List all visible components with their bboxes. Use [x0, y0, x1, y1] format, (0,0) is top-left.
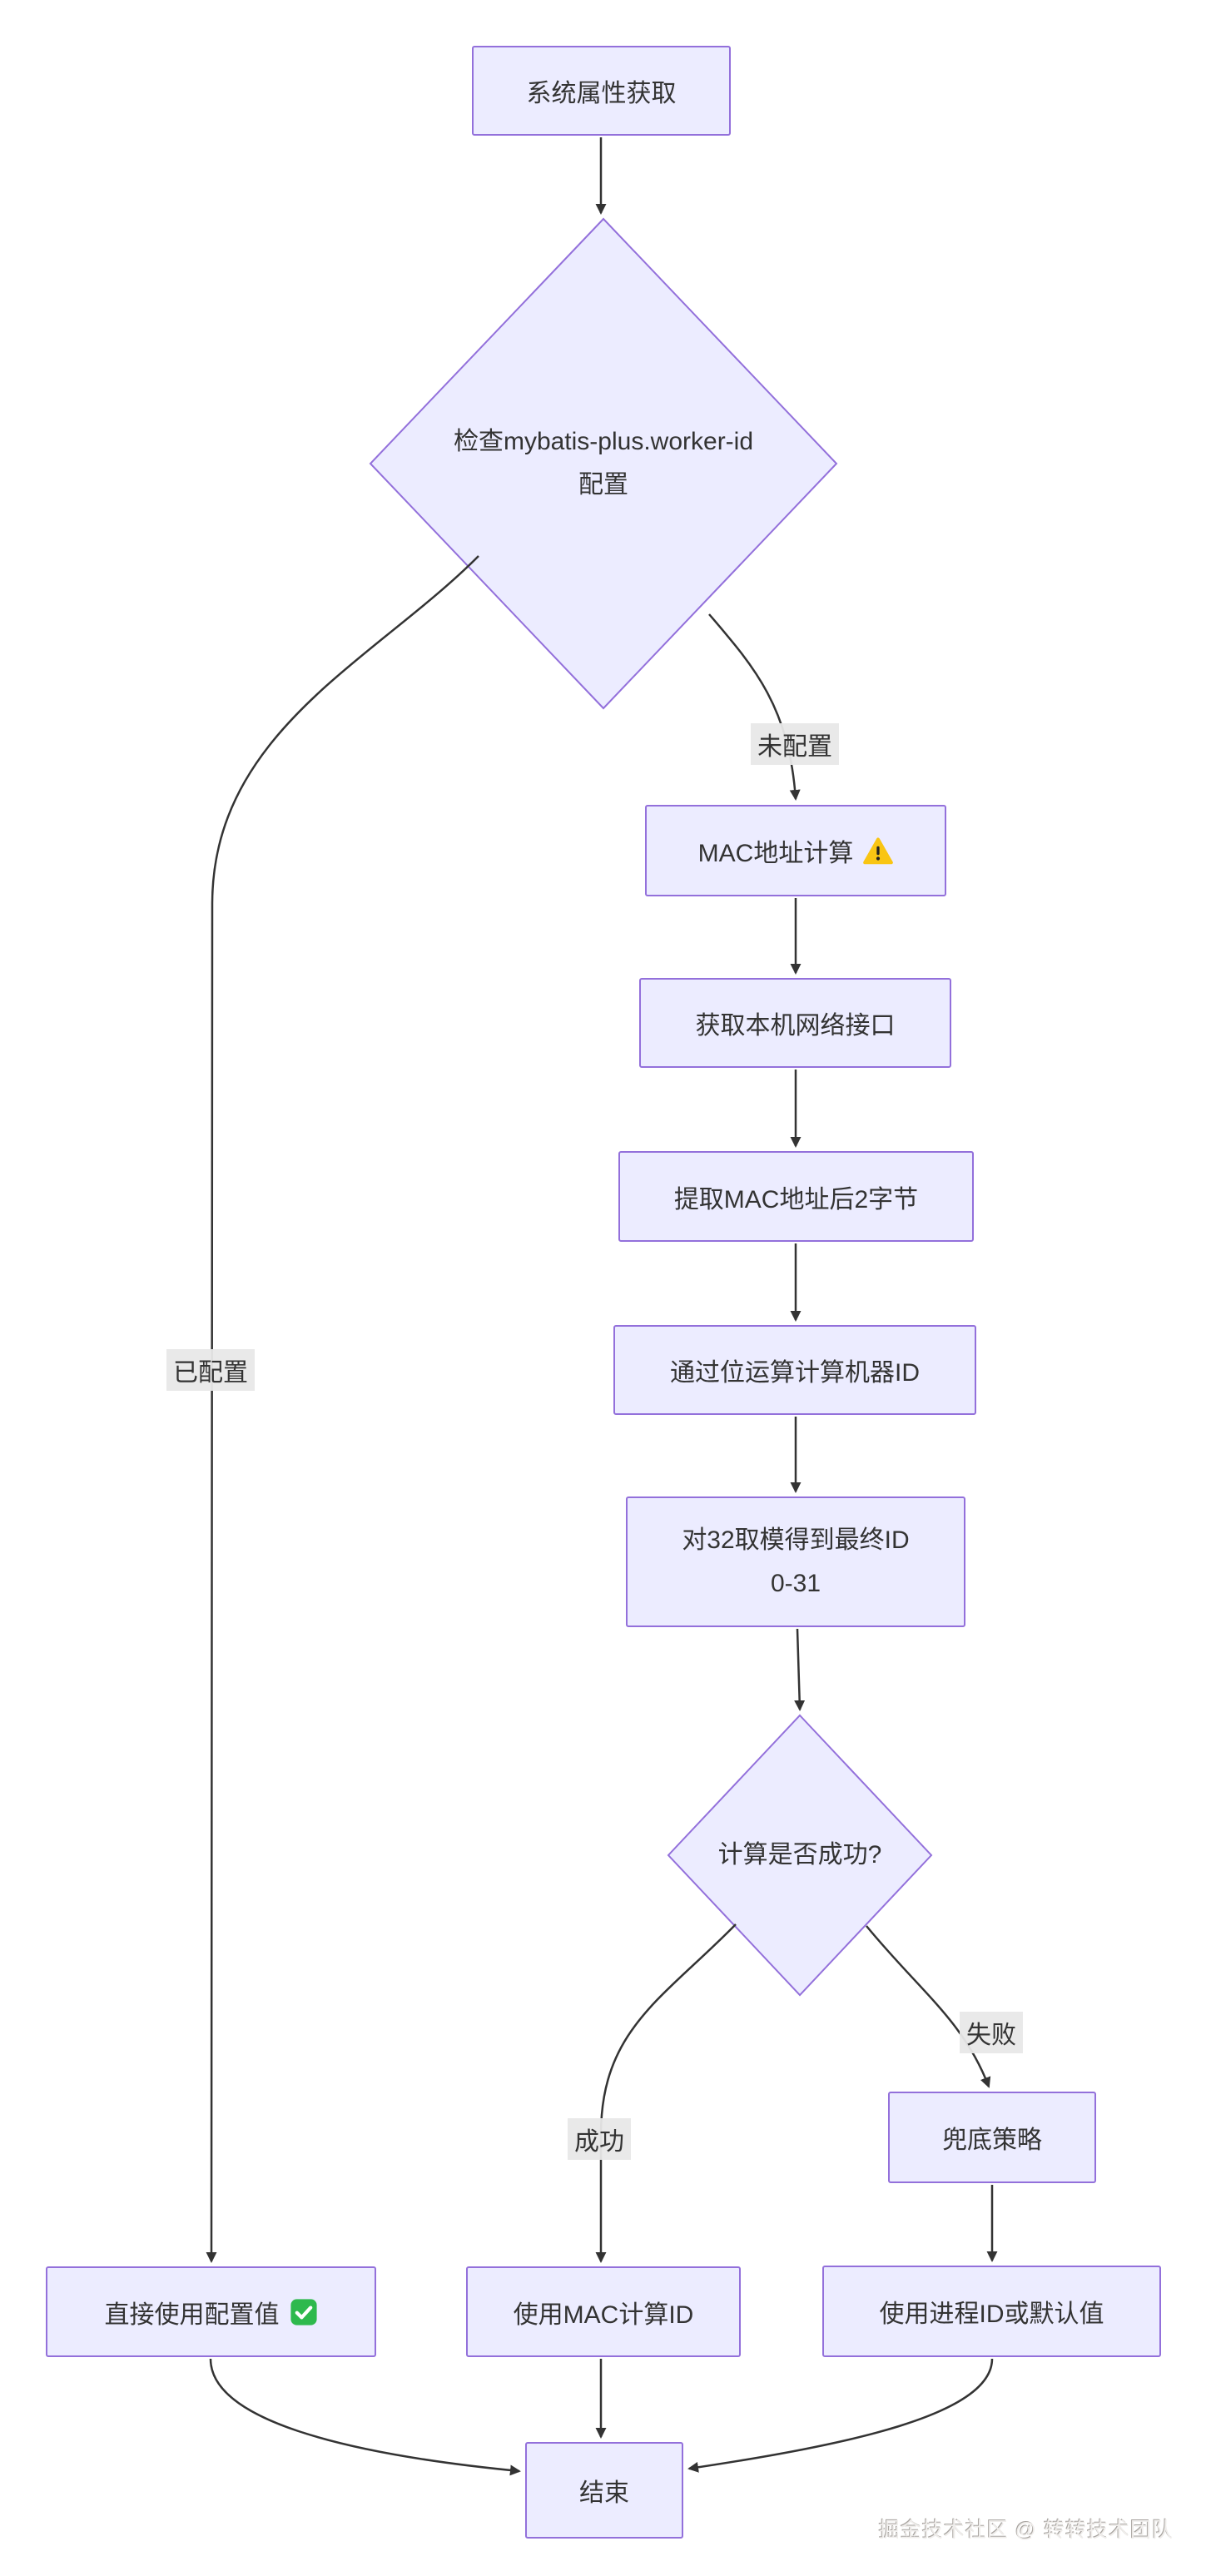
node-get-interfaces: 获取本机网络接口	[639, 978, 951, 1068]
edge-label-success: 成功	[568, 2118, 631, 2160]
decision-success-shape	[667, 1714, 933, 1997]
check-icon	[290, 2298, 318, 2326]
node-mac-calc: MAC地址计算	[645, 805, 946, 896]
node-extract-bytes-label: 提取MAC地址后2字节	[673, 1185, 919, 1214]
edge-useconfig-to-end	[209, 2358, 521, 2476]
node-fallback-label: 兜底策略	[942, 2127, 1042, 2154]
edge-check-to-useconfig	[206, 555, 479, 2263]
node-mod32-line2: 0-31	[770, 1569, 821, 1597]
decision-check-config-shape	[369, 217, 838, 710]
node-use-config-label: 直接使用配置值	[104, 2301, 280, 2329]
node-end: 结束	[525, 2442, 683, 2539]
node-mod32: 对32取模得到最终ID 0-31	[626, 1496, 965, 1627]
edge-label-configured: 已配置	[166, 1349, 255, 1391]
node-use-process-label: 使用进程ID或默认值	[879, 2301, 1104, 2328]
node-use-mac: 使用MAC计算ID	[466, 2266, 741, 2357]
node-use-process: 使用进程ID或默认值	[822, 2266, 1161, 2357]
edge-label-failure: 失败	[960, 2012, 1023, 2053]
edge-check-to-mac	[708, 613, 801, 801]
node-start-label: 系统属性获取	[526, 80, 677, 107]
node-use-mac-label: 使用MAC计算ID	[513, 2301, 694, 2329]
node-use-config: 直接使用配置值	[46, 2266, 376, 2357]
node-bit-ops-label: 通过位运算计算机器ID	[670, 1359, 920, 1387]
edge-mod32-to-success	[794, 1628, 806, 1711]
node-start: 系统属性获取	[472, 46, 731, 136]
edge-success-to-fallback	[866, 1925, 991, 2088]
warning-icon	[863, 836, 894, 865]
node-mac-calc-label: MAC地址计算	[697, 840, 854, 867]
node-fallback: 兜底策略	[888, 2092, 1096, 2183]
node-extract-bytes: 提取MAC地址后2字节	[618, 1151, 974, 1242]
watermark: 掘金技术社区 @ 转转技术团队	[878, 2519, 1174, 2542]
node-end-label: 结束	[579, 2479, 629, 2507]
edge-label-not-configured: 未配置	[751, 723, 839, 765]
node-mod32-line1: 对32取模得到最终ID	[682, 1526, 910, 1554]
edge-useprocess-to-end	[687, 2358, 994, 2473]
node-get-interfaces-label: 获取本机网络接口	[695, 1012, 896, 1040]
node-bit-ops: 通过位运算计算机器ID	[613, 1325, 976, 1415]
edge-success-to-usemac	[595, 1923, 737, 2263]
